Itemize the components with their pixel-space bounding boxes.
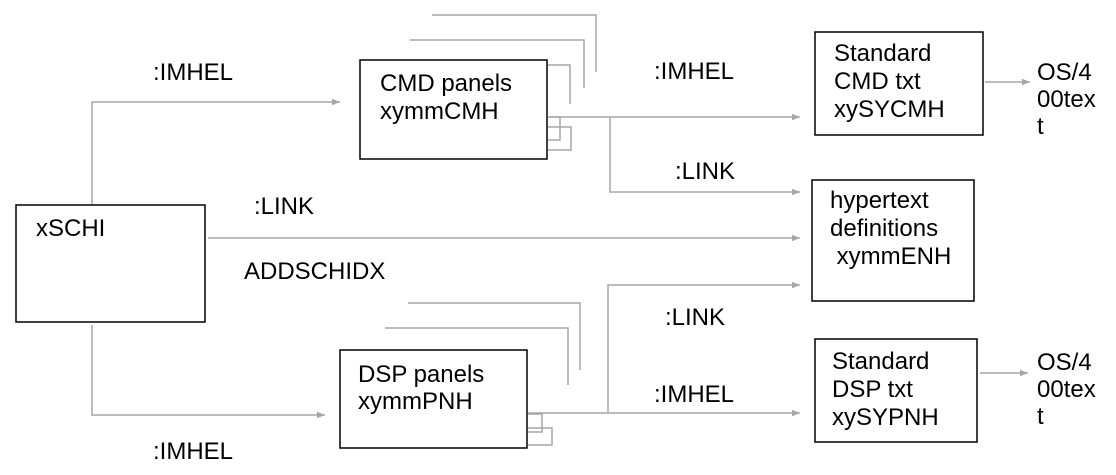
standard-cmd-line-3: xySYCMH bbox=[834, 96, 945, 123]
hypertext-line-3: xymmENH bbox=[830, 243, 951, 270]
standard-cmd-box bbox=[814, 31, 984, 136]
hypertext-line-1: hypertext bbox=[830, 187, 929, 214]
os400-bottom-line-1: OS/4 bbox=[1037, 349, 1092, 376]
hypertext-box bbox=[811, 179, 975, 302]
standard-dsp-line-2: DSP txt bbox=[832, 376, 913, 403]
os400-bottom-line-2: 00tex bbox=[1037, 376, 1096, 403]
edge-label-link-top: :LINK bbox=[675, 158, 735, 185]
edge-label-link-bottom: :LINK bbox=[665, 304, 725, 331]
os400-top-line-2: 00tex bbox=[1037, 86, 1096, 113]
edge-label-imhel-bottom-right: :IMHEL bbox=[654, 381, 734, 408]
arrow-dsp-panels-to-hypertext bbox=[607, 281, 800, 413]
dsp-panels-line-2: xymmPNH bbox=[358, 388, 473, 415]
hypertext-line-2: definitions bbox=[830, 215, 938, 242]
standard-cmd-line-1: Standard bbox=[834, 40, 931, 67]
dsp-panels-line-1: DSP panels bbox=[358, 361, 484, 388]
os400-bottom-line-3: t bbox=[1037, 403, 1044, 430]
standard-cmd-line-2: CMD txt bbox=[834, 68, 921, 95]
arrow-cmd-panels-to-hypertext bbox=[609, 117, 800, 196]
edge-label-imhel-top-left: :IMHEL bbox=[153, 59, 233, 86]
arrow-xschi-to-cmd-panels bbox=[91, 98, 340, 205]
edge-label-addschidx: ADDSCHIDX bbox=[244, 258, 385, 285]
cmd-panels-box bbox=[359, 59, 548, 160]
standard-dsp-line-1: Standard bbox=[832, 348, 929, 375]
os400-top-line-3: t bbox=[1037, 113, 1044, 140]
dsp-panel-stack-lines bbox=[385, 302, 581, 446]
edge-label-imhel-top-right: :IMHEL bbox=[654, 58, 734, 85]
standard-dsp-box bbox=[814, 338, 978, 443]
dsp-panels-box bbox=[339, 349, 528, 449]
arrow-xschi-to-dsp-panels bbox=[91, 325, 325, 419]
standard-dsp-line-3: xySYPNH bbox=[832, 404, 939, 431]
edge-label-imhel-bottom-left: :IMHEL bbox=[153, 438, 233, 465]
os400-top-line-1: OS/4 bbox=[1037, 59, 1092, 86]
cmd-panels-line-2: xymmCMH bbox=[380, 98, 499, 125]
edge-label-link-middle: :LINK bbox=[254, 193, 314, 220]
xschi-box bbox=[15, 204, 206, 323]
xschi-label: xSCHI bbox=[36, 215, 105, 242]
cmd-panels-line-1: CMD panels bbox=[380, 70, 512, 97]
